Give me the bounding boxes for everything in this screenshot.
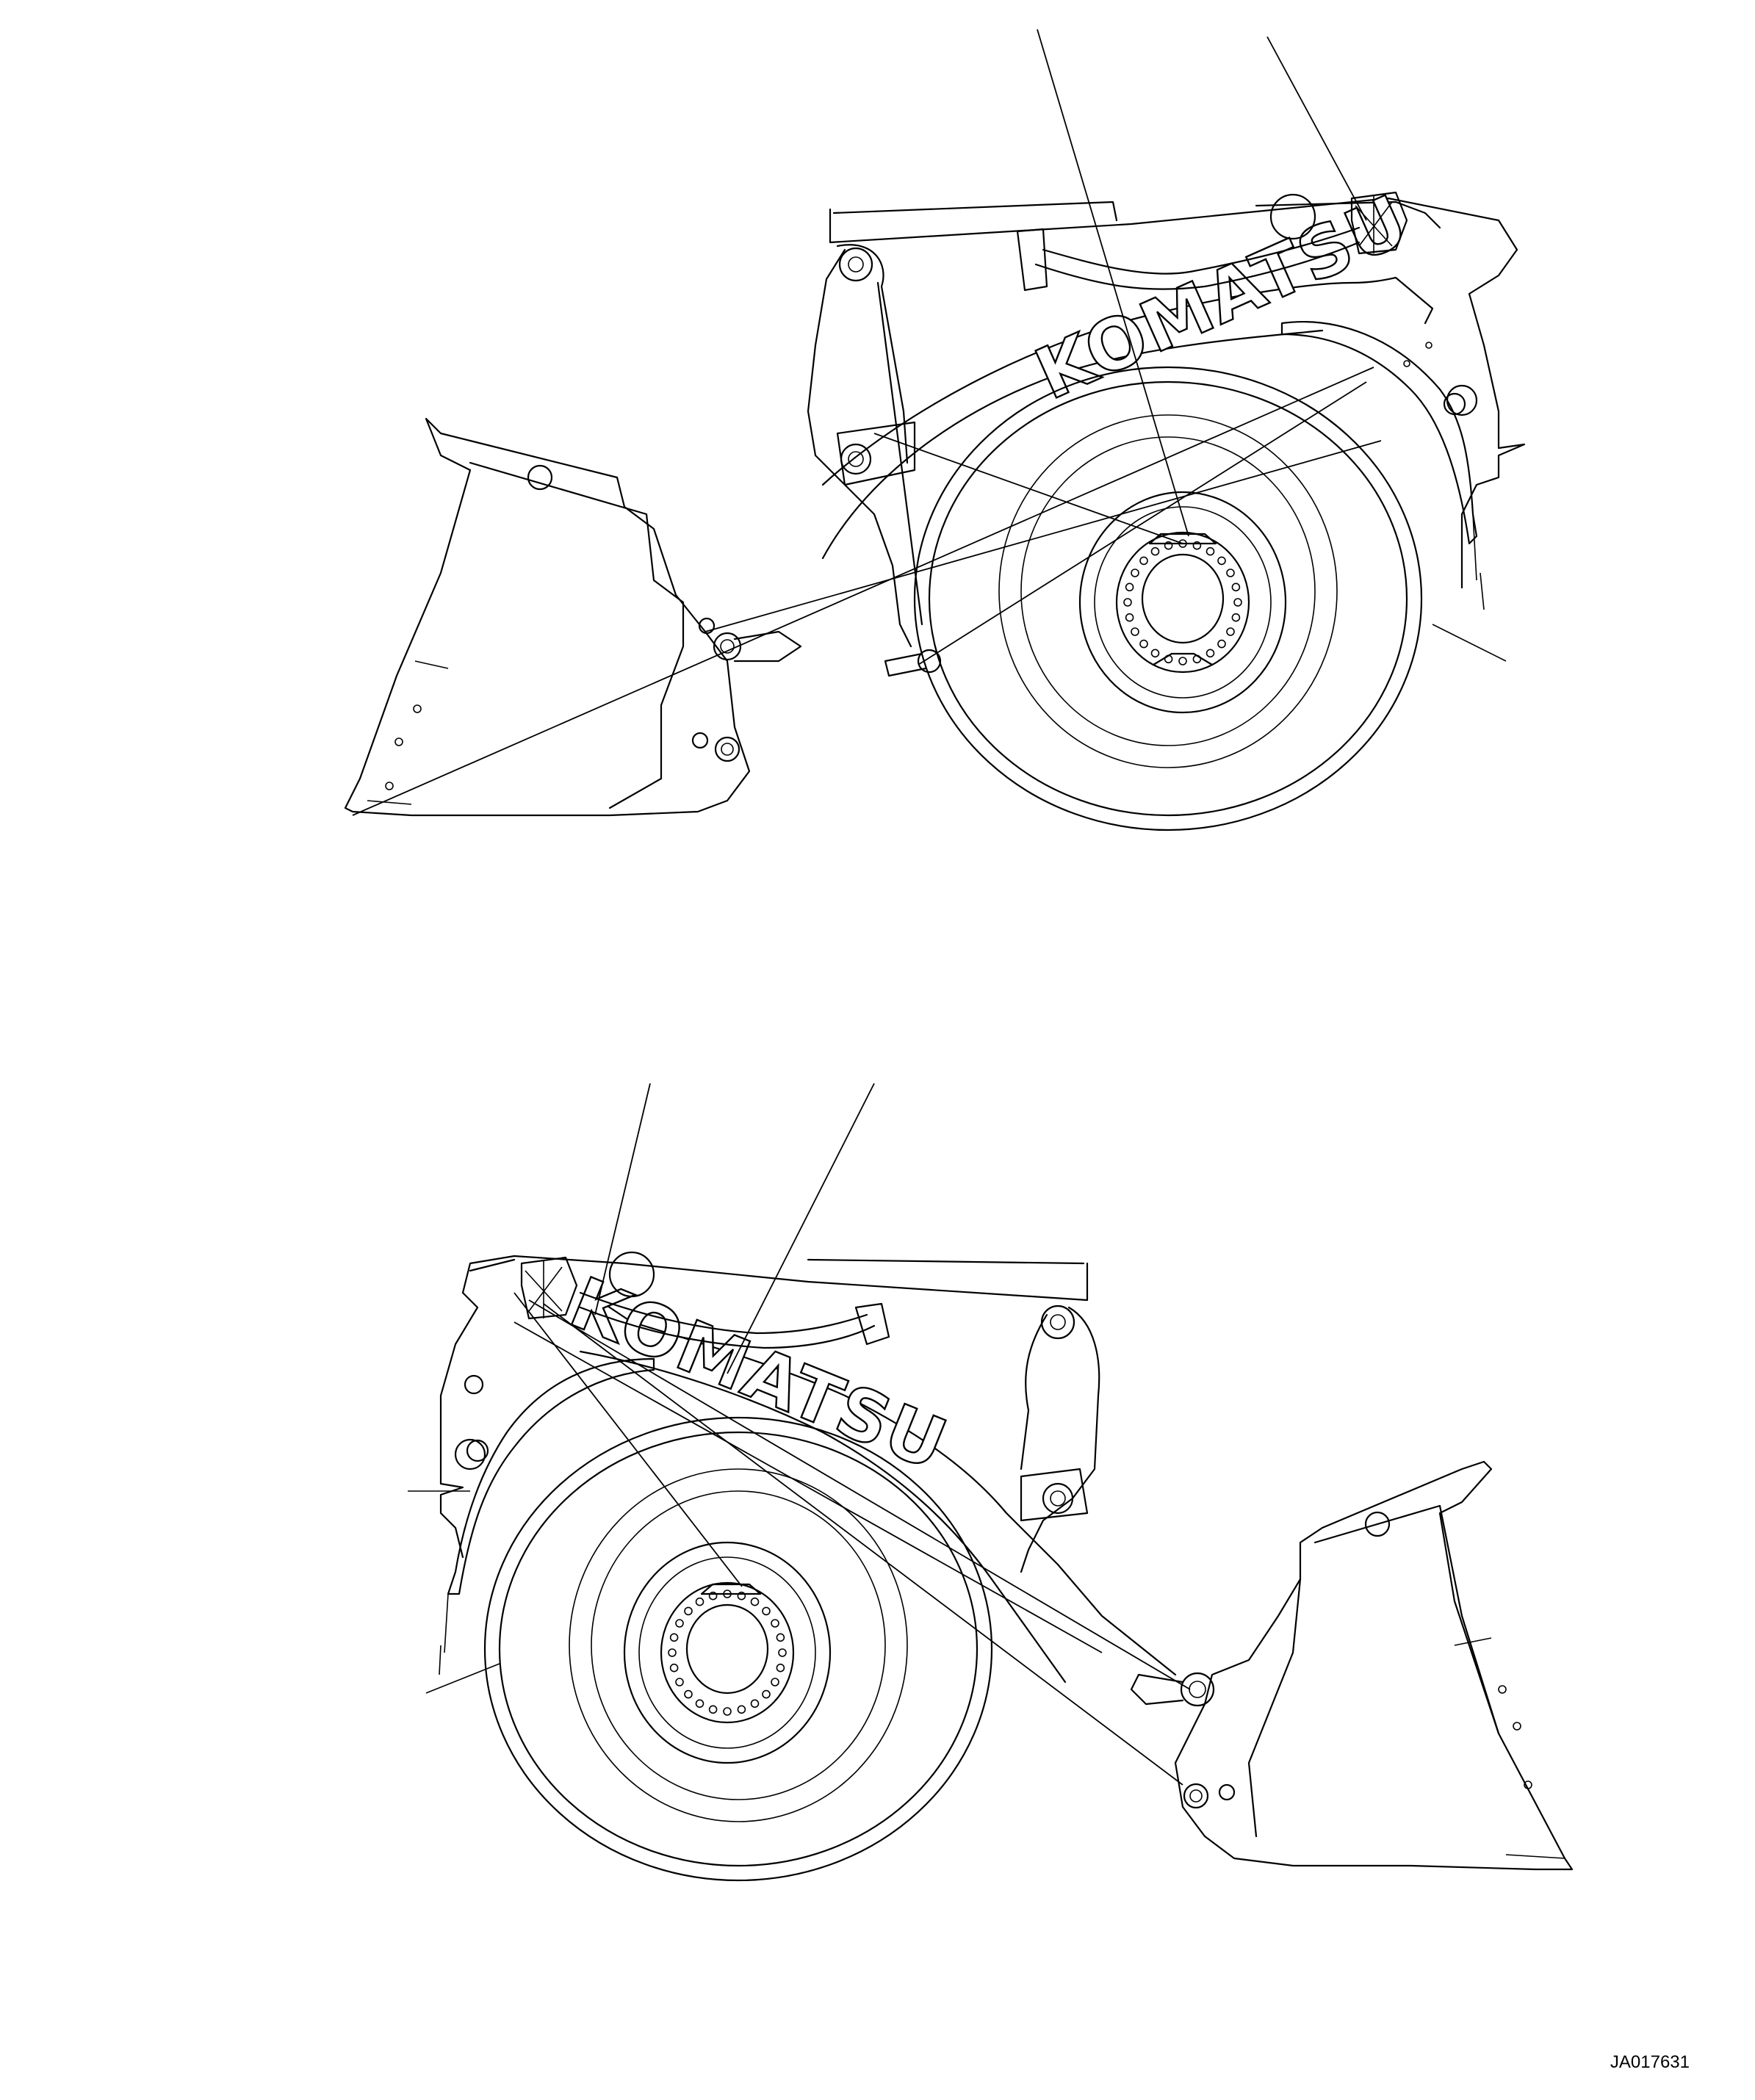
tilt-link — [836, 421, 916, 486]
bucket-2 — [1174, 1460, 1574, 1871]
hub-cap-bottom — [1152, 652, 1214, 666]
wheel-bolt — [750, 1699, 760, 1708]
rear-chassis-top-2 — [469, 1258, 1085, 1272]
wheel-bolt — [750, 1597, 760, 1606]
bucket — [344, 417, 751, 817]
wheel-bolt — [1125, 613, 1134, 622]
rear-frame — [829, 197, 1526, 589]
wheel-bolt — [1192, 654, 1202, 664]
wheel-bolt — [1131, 627, 1139, 636]
leader-lines — [352, 29, 1382, 816]
hydraulic-valve-block — [1350, 191, 1408, 255]
rear-frame-2 — [439, 1255, 1089, 1559]
bucket-inner — [469, 461, 685, 809]
wheel-bolt — [737, 1591, 746, 1601]
hub-cap-top-2 — [700, 1583, 762, 1595]
wheel-bolt — [675, 1678, 684, 1686]
wheel-bolt — [1123, 598, 1132, 607]
lift-arm — [807, 244, 923, 648]
bucket-pin-upper — [527, 464, 553, 491]
ground-line-2 — [425, 1663, 500, 1694]
wheel-bolt — [1231, 582, 1241, 592]
rear-chassis-top — [1255, 201, 1441, 229]
boom-pivot-upper — [838, 247, 873, 282]
right-side-view: KOMATSU — [408, 1083, 1574, 1882]
wheel-bolt — [771, 1678, 779, 1686]
left-side-view: KOMATSU — [344, 29, 1526, 831]
wheel-bolt — [1233, 598, 1242, 607]
wheel-bolt — [1206, 546, 1215, 556]
wheel-bolt — [1131, 569, 1139, 577]
wheel-bolt — [1150, 546, 1160, 556]
front-tire — [913, 366, 1423, 831]
rear-fender-2 — [447, 1357, 655, 1595]
wheel-bolt — [1164, 654, 1173, 664]
wheel-bolt — [695, 1699, 704, 1708]
boom-arc-outer-2 — [586, 1291, 1177, 1676]
hydraulic-bracket — [1016, 228, 1048, 292]
hydraulic-valve-block-2 — [520, 1256, 578, 1320]
wheel-bolt — [1206, 649, 1215, 658]
wheel-bolt — [1178, 539, 1187, 548]
wheel-bolt — [1164, 541, 1173, 550]
leader-lines-2 — [513, 1083, 1191, 1786]
wheel-bolt — [675, 1619, 684, 1628]
wheel-bolt — [684, 1689, 693, 1699]
wheel-bolt — [1217, 556, 1226, 566]
tilt-pin — [713, 632, 742, 661]
wheel-bolts-2 — [668, 1590, 787, 1716]
wheel-bolt — [762, 1689, 771, 1699]
wheel-bolt — [723, 1590, 732, 1598]
wheel-bolts — [1123, 539, 1242, 665]
boom-arc-outer — [821, 276, 1434, 486]
tilt-pin-2 — [1180, 1672, 1215, 1707]
hydraulic-hose-2 — [579, 1291, 876, 1349]
lift-pin-2 — [1183, 1783, 1209, 1809]
wheel-bolt — [1231, 613, 1241, 622]
wheel-bolt — [1139, 639, 1148, 649]
wheel-bolt — [778, 1648, 787, 1657]
wheel-bolt — [737, 1705, 746, 1714]
wheel-bolt — [669, 1663, 679, 1673]
wheel-bolt — [1178, 657, 1187, 665]
lift-arm-2 — [1020, 1306, 1100, 1573]
wheel-bolt — [669, 1633, 679, 1642]
wheel-bolt — [776, 1663, 785, 1673]
wheel-bolt — [1226, 627, 1235, 636]
ground-line — [1432, 624, 1507, 662]
wheel-bolt — [1125, 582, 1134, 592]
wheel-bolt — [762, 1606, 771, 1616]
wheel-bolt — [1139, 556, 1148, 566]
boom-arc-inner — [821, 329, 1324, 560]
wheel-bolt — [1226, 569, 1235, 577]
wheel-bolt — [771, 1619, 779, 1628]
wheel-bolt — [1150, 649, 1160, 658]
wheel-bolt — [708, 1705, 718, 1714]
brand-logo-2: KOMATSU — [559, 1261, 958, 1486]
wheel-bolt — [708, 1591, 718, 1601]
rear-fender — [1280, 321, 1478, 545]
bucket-pin-upper-2 — [1364, 1511, 1391, 1537]
bucket-inner-2 — [1247, 1504, 1500, 1838]
tilt-link-2 — [1020, 1468, 1089, 1522]
wheel-bolt — [684, 1606, 693, 1616]
lift-pin — [714, 736, 740, 762]
wheel-bolt — [776, 1633, 785, 1642]
wheel-bolt — [668, 1648, 677, 1657]
drawing-code: JA017631 — [1610, 2052, 1690, 2072]
front-tire-2 — [483, 1416, 993, 1882]
wheel-bolt — [1192, 541, 1202, 550]
wheel-bolt — [1217, 639, 1226, 649]
boom-pivot-upper-2 — [1040, 1305, 1075, 1340]
hydraulic-bracket-2 — [854, 1302, 890, 1346]
boom-top-rail — [832, 201, 1118, 222]
wheel-bolt — [695, 1597, 704, 1606]
wheel-bolt — [723, 1707, 732, 1716]
hydraulic-hose — [1034, 226, 1361, 290]
